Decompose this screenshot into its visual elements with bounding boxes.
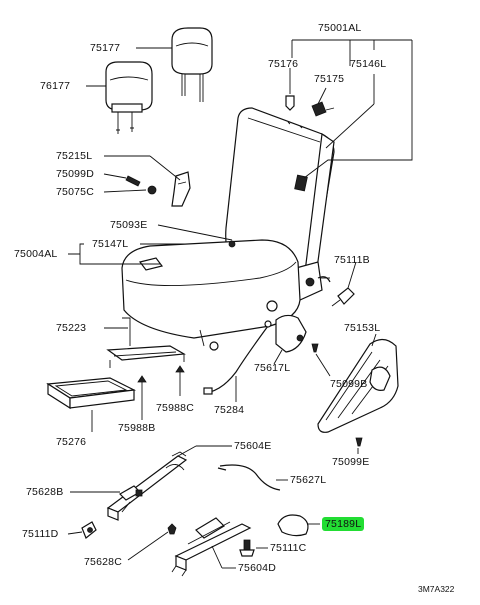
part-label-75176[interactable]: 75176 [268, 58, 299, 70]
part-label-75093E[interactable]: 75093E [110, 219, 148, 231]
part-label-75075C[interactable]: 75075C [56, 186, 94, 198]
bolt-75628C [167, 523, 177, 535]
part-label-75175[interactable]: 75175 [314, 73, 345, 85]
screw-75099E [355, 437, 363, 447]
seat-cushion [121, 239, 301, 351]
cable-75284 [203, 320, 272, 395]
bolt-75111C [239, 539, 255, 557]
part-label-75177[interactable]: 75177 [90, 42, 121, 54]
part-label-75215L[interactable]: 75215L [56, 150, 93, 162]
part-label-75111C[interactable]: 75111C [270, 542, 307, 554]
part-label-75627L[interactable]: 75627L [290, 474, 327, 486]
cable-75627L [217, 464, 281, 491]
side-cover-75153L [317, 338, 399, 433]
part-label-75004AL[interactable]: 75004AL [14, 248, 58, 260]
part-label-75223[interactable]: 75223 [56, 322, 87, 334]
part-label-75604E[interactable]: 75604E [234, 440, 272, 452]
part-label-75153L[interactable]: 75153L [344, 322, 381, 334]
part-label-75617L[interactable]: 75617L [254, 362, 291, 374]
screw-75099B [311, 343, 319, 353]
tray-75276 [46, 377, 137, 410]
part-label-76177[interactable]: 76177 [40, 80, 71, 92]
bracket-75215L [171, 171, 191, 207]
part-label-75111D[interactable]: 75111D [22, 528, 59, 540]
part-label-75628C[interactable]: 75628C [84, 556, 122, 568]
part-label-75628B[interactable]: 75628B [26, 486, 64, 498]
part-label-75099E[interactable]: 75099E [332, 456, 370, 468]
part-label-75276[interactable]: 75276 [56, 436, 87, 448]
bolt-75099D [125, 175, 141, 187]
part-label-75988B[interactable]: 75988B [118, 422, 156, 434]
clip-75176 [285, 95, 295, 111]
lever-75617L [275, 314, 307, 353]
part-label-75147L[interactable]: 75147L [92, 238, 129, 250]
clip-75988B [137, 375, 147, 404]
part-label-75099D[interactable]: 75099D [56, 168, 94, 180]
part-label-75146L[interactable]: 75146L [350, 58, 387, 70]
part-label-75099B[interactable]: 75099B [330, 378, 368, 390]
nut-75075C [147, 185, 157, 195]
part-label-75111B[interactable]: 75111B [334, 254, 370, 266]
seat-rail-75604D [171, 517, 252, 577]
frame-75223 [106, 317, 186, 368]
bolt-75111B [331, 287, 355, 307]
headrest-76177 [105, 61, 153, 134]
headrest-75177 [171, 27, 213, 102]
part-label-75001AL[interactable]: 75001AL [318, 22, 362, 34]
part-label-75284[interactable]: 75284 [214, 404, 245, 416]
knob-75189L [277, 514, 309, 537]
part-label-75189L-highlighted[interactable]: 75189L [322, 517, 365, 531]
clip-75988C [175, 365, 185, 396]
seat-rail-75628B [106, 451, 188, 521]
part-label-75988C[interactable]: 75988C [156, 402, 194, 414]
diagram-code: 3M7A322 [418, 584, 455, 594]
part-label-75604D[interactable]: 75604D [238, 562, 276, 574]
bolt-75111D [81, 521, 97, 539]
